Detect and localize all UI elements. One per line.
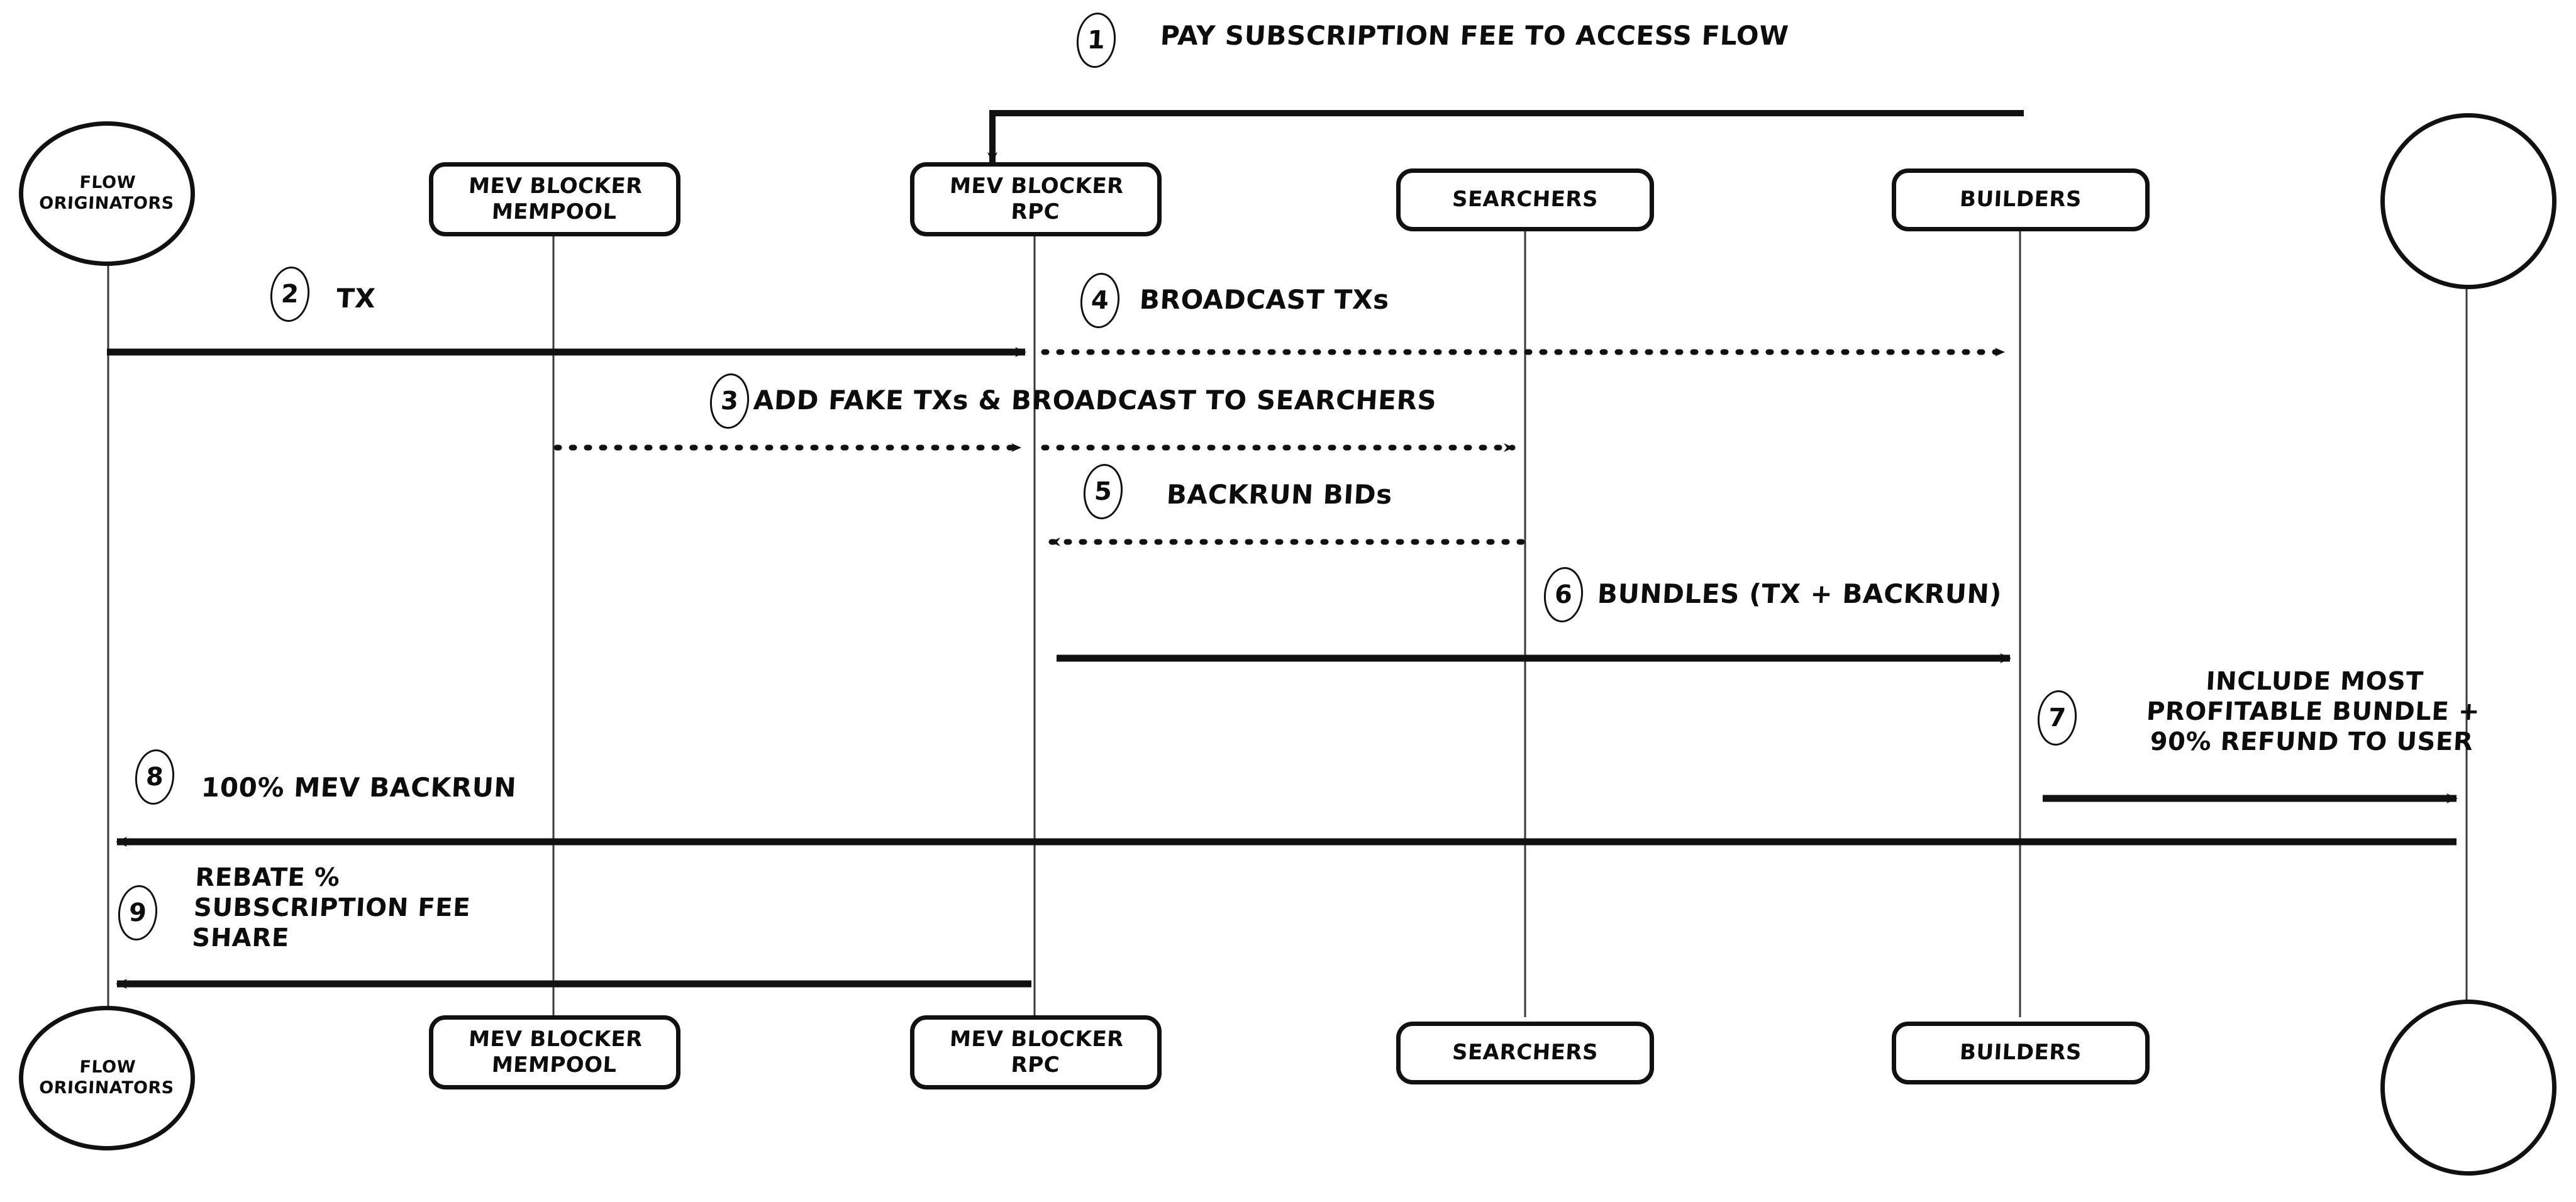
- participant-label: SEARCHERS: [1451, 187, 1599, 212]
- participant-mev-blocker-rpc-bottom[interactable]: MEV BLOCKER RPC: [910, 1015, 1162, 1089]
- lifelines: [107, 187, 2468, 1039]
- step-label-2: TX: [335, 283, 377, 314]
- participant-mev-blocker-rpc-top[interactable]: MEV BLOCKER RPC: [910, 162, 1162, 236]
- participant-label: BUILDERS: [1959, 187, 2083, 212]
- participant-label: MEV BLOCKER RPC: [948, 1026, 1124, 1078]
- participant-label: MEV BLOCKER RPC: [948, 173, 1124, 224]
- step-label-6: BUNDLES (TX + BACKRUN): [1596, 578, 2003, 609]
- step-label-3: ADD FAKE TXs & BROADCAST TO SEARCHERS: [752, 385, 1438, 416]
- step-label-7: INCLUDE MOST PROFITABLE BUNDLE + 90% REF…: [2145, 667, 2481, 756]
- participant-label: MEV BLOCKER MEMPOOL: [467, 173, 643, 224]
- step-label-1: PAY SUBSCRIPTION FEE TO ACCESS FLOW: [1159, 20, 1790, 51]
- step-label-8: 100% MEV BACKRUN: [200, 772, 518, 803]
- participant-builders-bottom[interactable]: BUILDERS: [1892, 1022, 2150, 1084]
- participant-flow-originators-top[interactable]: FLOW ORIGINATORS: [19, 121, 195, 266]
- participant-ethereum-top[interactable]: [2380, 113, 2557, 289]
- participant-label: FLOW ORIGINATORS: [38, 1057, 175, 1098]
- participant-label: BUILDERS: [1959, 1040, 2083, 1066]
- participant-flow-originators-bottom[interactable]: FLOW ORIGINATORS: [19, 1006, 195, 1150]
- ethereum-logo-icon: [2385, 1004, 2576, 1202]
- participant-mev-blocker-mempool-bottom[interactable]: MEV BLOCKER MEMPOOL: [429, 1015, 680, 1089]
- step-label-5: BACKRUN BIDs: [1165, 479, 1394, 510]
- participant-mev-blocker-mempool-top[interactable]: MEV BLOCKER MEMPOOL: [429, 162, 680, 236]
- arrow-step-1: [987, 110, 2024, 163]
- participant-searchers-top[interactable]: SEARCHERS: [1396, 168, 1654, 231]
- participant-label: FLOW ORIGINATORS: [38, 173, 175, 213]
- participant-label: SEARCHERS: [1451, 1040, 1599, 1066]
- step-label-4: BROADCAST TXs: [1138, 284, 1391, 315]
- participant-searchers-bottom[interactable]: SEARCHERS: [1396, 1022, 1654, 1084]
- step-label-9: REBATE % SUBSCRIPTION FEE SHARE: [191, 863, 472, 952]
- participant-builders-top[interactable]: BUILDERS: [1892, 168, 2150, 231]
- participant-ethereum-bottom[interactable]: [2380, 1000, 2557, 1176]
- participant-label: MEV BLOCKER MEMPOOL: [467, 1026, 643, 1078]
